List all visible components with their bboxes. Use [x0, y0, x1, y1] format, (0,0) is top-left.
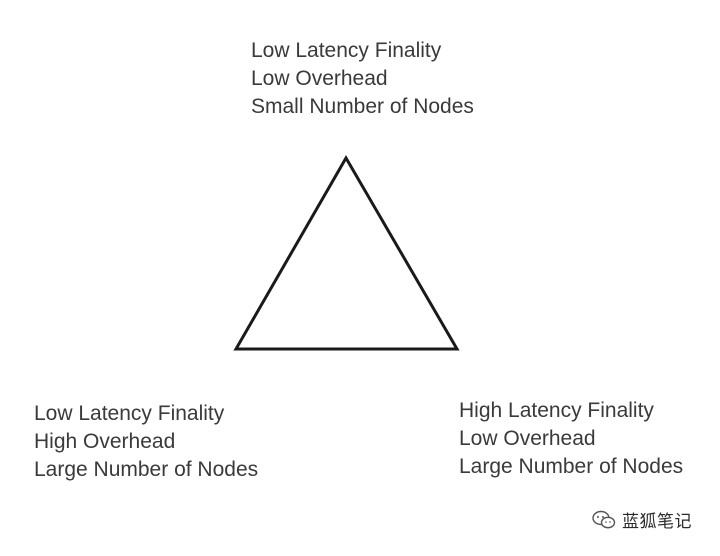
bottom-right-label-overhead: Low Overhead	[459, 427, 596, 450]
bottom-left-label-nodes: Large Number of Nodes	[34, 458, 259, 481]
chat-bubble-icon	[592, 510, 616, 528]
watermark-text: 蓝狐笔记	[622, 512, 692, 532]
top-label-nodes: Small Number of Nodes	[251, 95, 474, 118]
bottom-left-vertex-labels: Low Latency Finality High Overhead Large…	[34, 400, 258, 484]
bottom-left-label-latency: Low Latency Finality	[34, 402, 225, 425]
bottom-right-label-nodes: Large Number of Nodes	[459, 455, 684, 478]
top-label-overhead: Low Overhead	[251, 67, 388, 90]
bottom-right-vertex-labels: High Latency Finality Low Overhead Large…	[459, 397, 683, 481]
bottom-left-label-overhead: High Overhead	[34, 430, 176, 453]
top-vertex-labels: Low Latency Finality Low Overhead Small …	[251, 37, 474, 121]
tradeoff-triangle	[233, 155, 460, 351]
watermark: 蓝狐笔记	[592, 507, 692, 532]
bottom-right-label-latency: High Latency Finality	[459, 399, 654, 422]
top-label-latency: Low Latency Finality	[251, 39, 442, 62]
